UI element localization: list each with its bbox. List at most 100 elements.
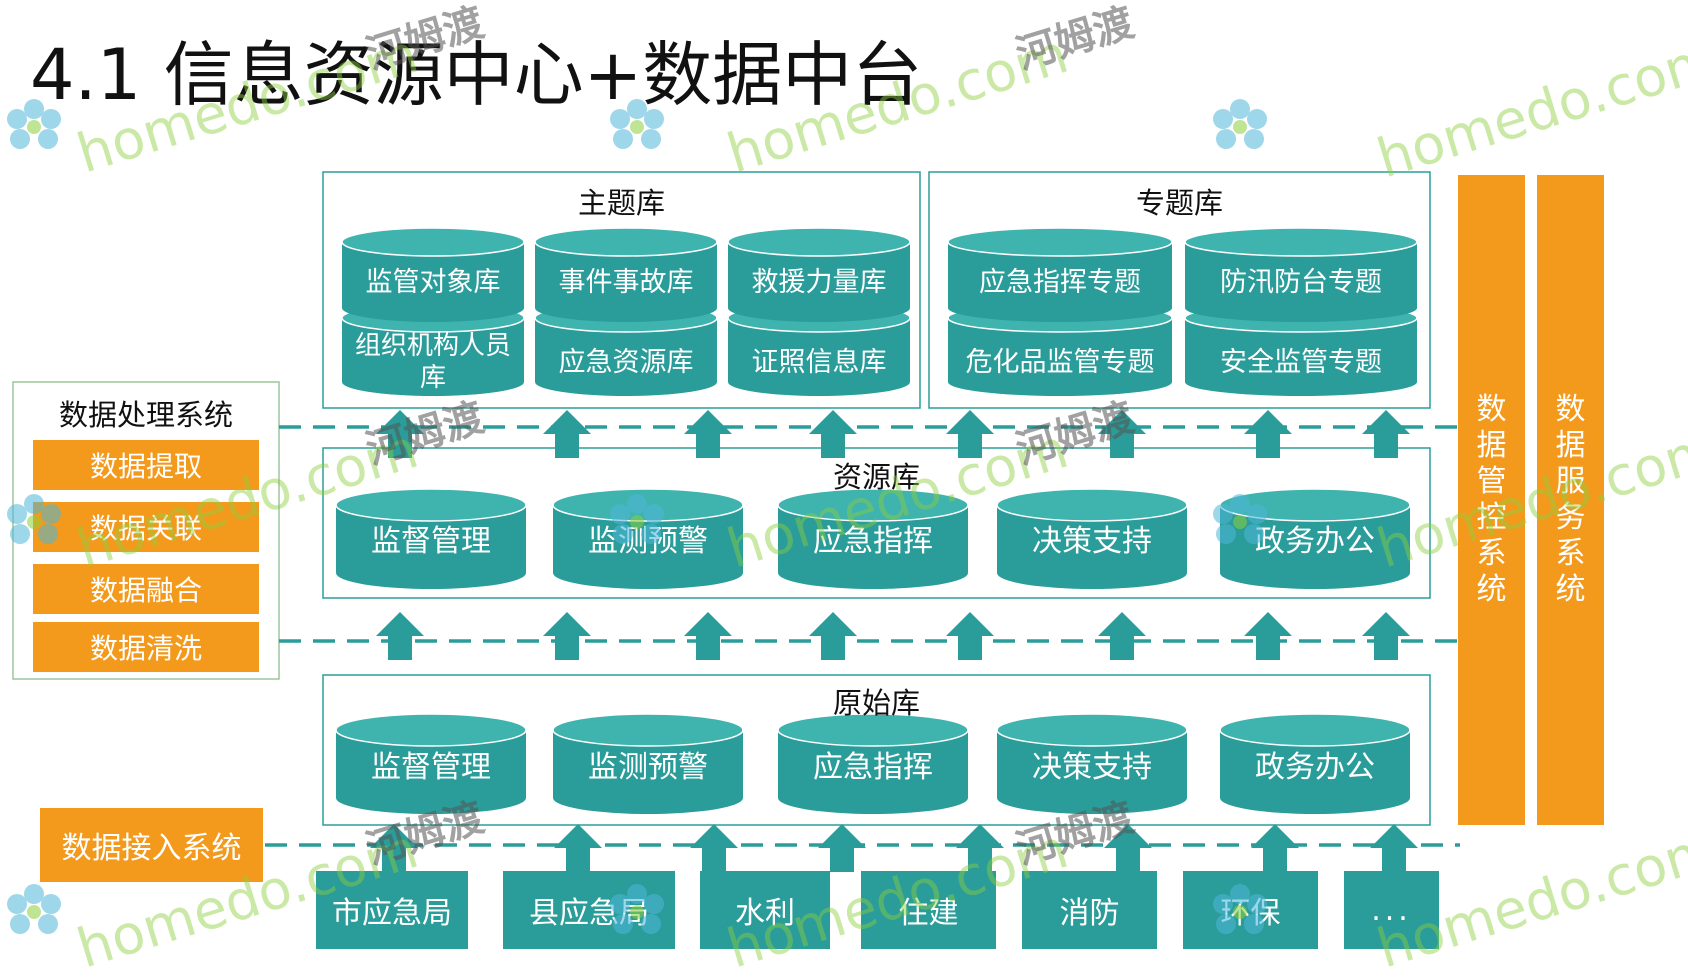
processing-link: 数据关联 [33,502,259,552]
raw-lib-panel [322,674,1431,826]
data-control-system: 数据管控系统 [1458,175,1525,825]
vertical-char: 数 [1476,392,1507,427]
vertical-char: 务 [1555,500,1586,535]
arrow-up-icon [956,824,1004,872]
raw-lib-title: 原始库 [832,686,920,720]
arrow-up-icon [684,612,732,660]
resource-item-label: 监测预警 [588,524,708,559]
source-environment: 环保 [1183,871,1318,949]
arrow-up-icon [684,410,732,458]
theme-item-label: 组织机构人员库 [354,331,511,393]
topic-cylinder [947,227,1173,322]
arrow-up-icon [1251,824,1299,872]
raw-item-label: 监测预警 [588,750,708,785]
arrow-up-icon [376,410,424,458]
raw-cylinder [335,713,527,814]
vertical-char: 系 [1476,536,1507,571]
arrow-up-icon [946,410,994,458]
source-more: ... [1344,871,1439,949]
raw-cylinder [996,713,1188,814]
data-service-system: 数据服务系统 [1537,175,1604,825]
vertical-char: 数 [1555,392,1586,427]
topic-lib-title: 专题库 [1135,186,1223,220]
access-system: 数据接入系统 [40,808,263,882]
raw-item-label: 政务办公 [1255,750,1375,785]
processing-fuse: 数据融合 [33,564,259,614]
theme-cylinder [534,227,718,322]
arrow-up-icon [809,612,857,660]
architecture-diagram [12,171,1460,872]
resource-cylinder [1219,488,1411,589]
topic-cylinder [1184,227,1418,322]
arrow-up-icon [554,824,602,872]
arrow-up-icon [1244,410,1292,458]
theme-item-5: 应急资源库 [535,330,717,390]
arrow-up-icon [1098,410,1146,458]
source-city-emergency: 市应急局 [316,871,468,949]
theme-item-1: 监管对象库 [342,248,524,308]
arrow-up-icon [818,824,866,872]
resource-item-label: 监督管理 [371,524,491,559]
raw-cylinder [552,713,744,814]
page-title: 4.1 信息资源中心+数据中台 [30,34,923,116]
vertical-char: 据 [1476,428,1507,463]
theme-cylinder [341,227,525,322]
topic-item-label: 安全监管专题 [1220,347,1382,378]
resource-item-label: 决策支持 [1032,524,1152,559]
theme-item-label: 应急资源库 [558,347,694,378]
raw-cylinder [1219,713,1411,814]
source-fire: 消防 [1022,871,1157,949]
topic-item-2: 防汛防台专题 [1185,248,1417,308]
theme-item-label: 救援力量库 [751,267,887,298]
topic-item-3: 危化品监管专题 [948,330,1172,390]
vertical-char: 统 [1476,572,1507,607]
processing-extract: 数据提取 [33,440,259,490]
arrow-up-icon [370,824,418,872]
source-water: 水利 [700,871,830,949]
vertical-char: 服 [1555,464,1586,499]
raw-item-label: 决策支持 [1032,750,1152,785]
arrow-up-icon [1370,824,1418,872]
arrow-up-icon [1104,824,1152,872]
theme-item-label: 监管对象库 [365,267,501,298]
resource-item-label: 应急指挥 [813,524,933,559]
resource-lib-panel [322,447,1431,599]
theme-lib-panel [322,171,921,409]
topic-item-label: 应急指挥专题 [979,267,1141,298]
theme-lib-title: 主题库 [577,186,665,220]
raw-item-label: 应急指挥 [813,750,933,785]
theme-item-3: 救援力量库 [728,248,910,308]
arrow-up-icon [1098,612,1146,660]
vertical-char: 据 [1555,428,1586,463]
theme-item-6: 证照信息库 [728,330,910,390]
arrow-up-icon [809,410,857,458]
theme-item-4: 组织机构人员库 [350,330,516,400]
arrow-up-icon [690,824,738,872]
topic-item-label: 防汛防台专题 [1220,267,1382,298]
arrow-up-icon [1244,612,1292,660]
topic-item-4: 安全监管专题 [1185,330,1417,390]
resource-cylinder [996,488,1188,589]
arrow-up-icon [1362,410,1410,458]
arrow-up-icon [543,612,591,660]
theme-cylinder [727,227,911,322]
data-control-label: 数据管控系统 [1477,392,1507,608]
theme-item-label: 事件事故库 [558,267,694,298]
raw-cylinder [777,713,969,814]
processing-title: 数据处理系统 [58,398,233,432]
raw-item-label: 监督管理 [371,750,491,785]
topic-lib-panel [928,171,1431,409]
processing-clean: 数据清洗 [33,622,259,672]
theme-item-2: 事件事故库 [535,248,717,308]
resource-cylinder [335,488,527,589]
arrow-up-icon [376,612,424,660]
source-county-emergency: 县应急局 [503,871,675,949]
source-housing: 住建 [861,871,996,949]
topic-item-1: 应急指挥专题 [948,248,1172,308]
vertical-char: 控 [1476,500,1507,535]
vertical-char: 管 [1476,464,1507,499]
arrow-up-icon [946,612,994,660]
vertical-char: 统 [1555,572,1586,607]
topic-item-label: 危化品监管专题 [965,347,1155,378]
resource-lib-title: 资源库 [832,460,920,494]
